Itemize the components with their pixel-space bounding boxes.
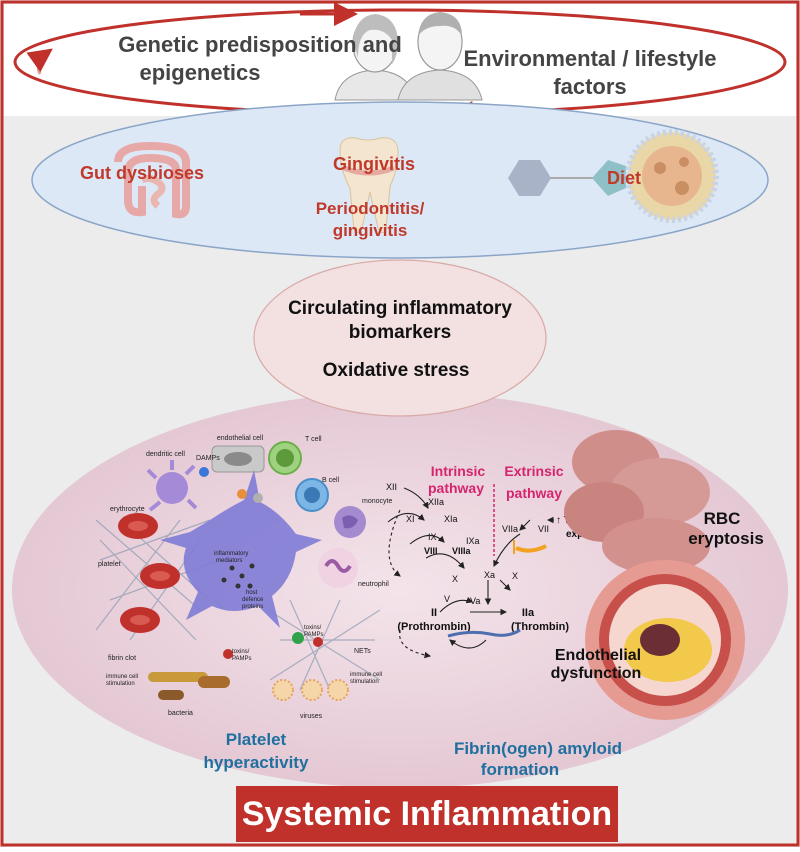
blood-vessel-icon	[585, 560, 745, 720]
bacteria-icon	[148, 672, 230, 700]
host-defence-line1: host	[246, 590, 258, 596]
intrinsic-pathway-line1: Intrinsic	[431, 463, 486, 479]
factor-xia: XIa	[444, 514, 458, 524]
toxins-right-line2: PAMPs	[304, 632, 324, 638]
oxidative-stress-label: Oxidative stress	[323, 360, 470, 381]
factor-xiia: XIIa	[428, 497, 444, 507]
host-defence-line3: proteins	[242, 604, 263, 610]
dendritic-cell-label: dendritic cell	[146, 451, 185, 458]
fibrin-amyloid-line2: formation	[481, 760, 559, 779]
factor-xa: Xa	[484, 570, 495, 580]
factor-ixa: IXa	[466, 536, 480, 546]
toxins-left-line2: PAMPs	[232, 656, 252, 662]
immune-stim-right-line2: stimulation	[350, 679, 379, 685]
genetic-label-line1: Genetic predisposition and	[118, 32, 402, 57]
thrombin-line1: IIa	[522, 607, 535, 619]
systemic-inflammation-banner: Systemic Inflammation	[236, 786, 618, 842]
fibrin-clot-label: fibrin clot	[108, 655, 136, 662]
rbc-eryptosis-line2: eryptosis	[688, 529, 764, 548]
platelet-hyperactivity-line1: Platelet	[226, 730, 287, 749]
immune-stim-left-line1: immune cell	[106, 674, 138, 680]
platelet-hyperactivity-line2: hyperactivity	[204, 753, 309, 772]
periodontitis-label-line2: gingivitis	[333, 221, 408, 240]
environmental-label-line2: factors	[553, 74, 626, 99]
tissue-factor-icon	[515, 544, 547, 553]
activated-platelet-icon	[160, 470, 322, 628]
gut-dysbioses-label: Gut dysbioses	[80, 163, 204, 183]
damps-icons	[199, 467, 323, 659]
host-defence-line2: defence	[242, 597, 264, 603]
factor-viii: VIII	[424, 546, 438, 556]
virus-icons	[272, 679, 349, 701]
factor-x-left: X	[452, 574, 458, 584]
environmental-label-line1: Environmental / lifestyle	[463, 46, 716, 71]
rbc-cluster-icon	[564, 430, 710, 574]
inflammatory-mediators-line1: inflammatory	[214, 551, 248, 557]
factor-vii: VII	[538, 524, 549, 534]
inflammatory-mediators-line2: mediators	[216, 558, 242, 564]
biomarkers-circle	[253, 259, 547, 417]
risk-factors-ellipse	[31, 101, 769, 259]
fibrin-strand-icon	[447, 628, 521, 638]
factor-viiia: VIIIa	[452, 546, 472, 556]
thrombin-line2: (Thrombin)	[511, 621, 569, 633]
viruses-label: viruses	[300, 713, 323, 720]
tooth-icon	[339, 137, 399, 234]
intrinsic-pathway-line2: pathway	[428, 480, 484, 496]
people-icon	[334, 12, 483, 101]
factor-va: Va	[470, 596, 480, 606]
genetic-label-line2: epigenetics	[139, 60, 260, 85]
platelet-label: platelet	[98, 561, 121, 568]
prothrombin-line2: (Prothrombin)	[397, 621, 471, 633]
gingivitis-label: Gingivitis	[333, 154, 415, 174]
factor-ix: IX	[428, 532, 437, 542]
molecule-icon	[508, 160, 626, 196]
toxins-right-line1: toxins/	[304, 625, 322, 631]
b-cell-label: B cell	[322, 477, 340, 484]
lipoprotein-icon	[625, 129, 719, 223]
extrinsic-pathway-line1: Extrinsic	[504, 463, 563, 479]
factor-xi: XI	[406, 514, 415, 524]
immune-stim-left-line2: stimulation	[106, 681, 135, 687]
factor-xii: XII	[386, 482, 397, 492]
damps-label: DAMPs	[196, 455, 220, 462]
monocyte-label: monocyte	[362, 498, 392, 505]
t-cell-label: T cell	[305, 436, 322, 443]
toxins-left-line1: toxins/	[232, 649, 250, 655]
dendritic-cell-icon	[146, 460, 198, 512]
immune-stim-right-line1: immune cell	[350, 672, 382, 678]
factor-x-right: X	[512, 571, 518, 581]
prothrombin-line1: II	[431, 607, 437, 619]
endothelial-dysfunction-line1: Endothelial	[555, 647, 641, 664]
circulating-biomarkers-line2: biomarkers	[349, 322, 451, 343]
neutrophil-label: neutrophil	[358, 581, 389, 588]
rbc-eryptosis-line1: RBC	[704, 509, 741, 528]
nets-label: NETs	[354, 648, 371, 655]
erythrocyte-label: erythrocyte	[110, 506, 145, 513]
periodontitis-label-line1: Periodontitis/	[316, 199, 425, 218]
fibrin-amyloid-line1: Fibrin(ogen) amyloid	[454, 739, 622, 758]
erythrocyte-icons	[118, 513, 180, 633]
bacteria-label: bacteria	[168, 710, 193, 717]
circulating-biomarkers-line1: Circulating inflammatory	[288, 298, 512, 319]
endothelial-dysfunction-line2: dysfunction	[551, 665, 642, 682]
diet-label: Diet	[607, 168, 641, 188]
extrinsic-pathway-line2: pathway	[506, 485, 562, 501]
endothelial-cell-label: endothelial cell	[217, 435, 264, 442]
intestine-icon	[114, 141, 190, 219]
cascade-arrows	[387, 487, 554, 659]
factor-viia: VIIa	[502, 524, 518, 534]
factor-v: V	[444, 594, 450, 604]
